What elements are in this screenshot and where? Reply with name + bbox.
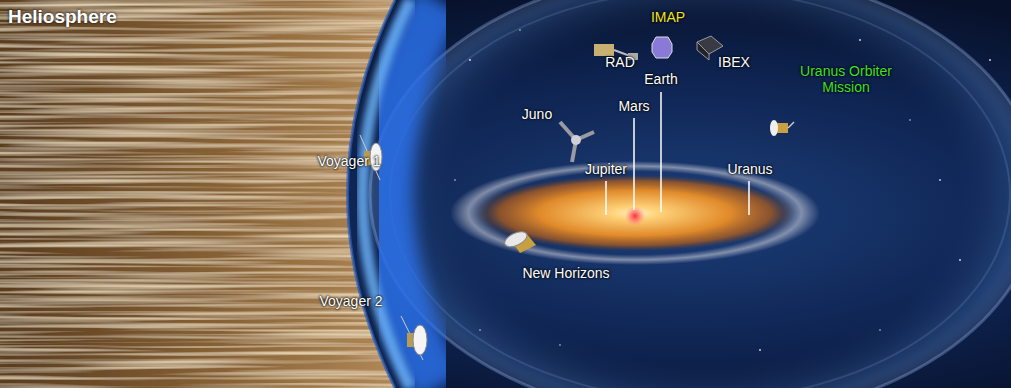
body-label: Uranus [727,161,772,177]
body-label: Earth [644,71,677,87]
body-label: Juno [522,106,552,122]
body-label: Jupiter [585,161,627,177]
body-label: RAD [605,54,635,70]
body-label: Mars [618,98,649,114]
body-label: IBEX [718,54,750,70]
mission-label: Uranus Orbiter Mission [786,63,906,95]
body-label: IMAP [651,9,685,25]
body-label: Voyager 1 [317,153,380,169]
diagram-title: Heliosphere [8,6,117,28]
body-label: New Horizons [522,265,609,281]
body-label: Voyager 2 [319,293,382,309]
